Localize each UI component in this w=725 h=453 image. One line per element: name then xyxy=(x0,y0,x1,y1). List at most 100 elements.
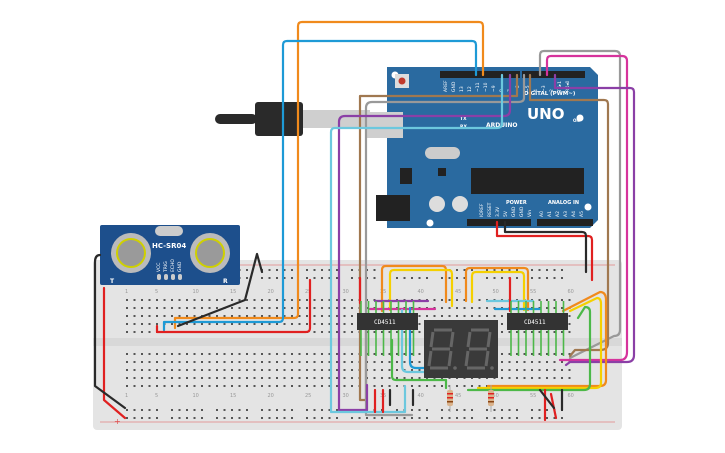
breadboard-hole[interactable] xyxy=(568,299,571,301)
breadboard-hole[interactable] xyxy=(321,377,323,379)
rail-hole[interactable] xyxy=(321,409,323,411)
breadboard-hole[interactable] xyxy=(411,377,413,379)
breadboard-hole[interactable] xyxy=(186,361,188,363)
breadboard-hole[interactable] xyxy=(238,307,241,309)
breadboard-hole[interactable] xyxy=(253,385,256,387)
wire-blue-display[interactable] xyxy=(408,306,430,370)
digital-header-low[interactable] xyxy=(522,71,585,78)
breadboard-hole[interactable] xyxy=(276,353,278,355)
breadboard-hole[interactable] xyxy=(223,323,226,325)
rail-hole[interactable] xyxy=(261,277,263,279)
breadboard-hole[interactable] xyxy=(268,299,271,301)
breadboard-hole[interactable] xyxy=(231,315,233,317)
rail-hole[interactable] xyxy=(313,417,316,419)
rail-hole[interactable] xyxy=(471,409,473,411)
rail-hole[interactable] xyxy=(268,417,271,419)
breadboard-hole[interactable] xyxy=(126,307,128,309)
breadboard-hole[interactable] xyxy=(141,323,143,325)
rail-hole[interactable] xyxy=(276,269,278,271)
breadboard-hole[interactable] xyxy=(283,361,286,363)
wire-yellow-right[interactable] xyxy=(476,296,603,390)
breadboard-hole[interactable] xyxy=(351,385,353,387)
rail-hole[interactable] xyxy=(336,417,338,419)
rail-hole[interactable] xyxy=(246,409,248,411)
breadboard-hole[interactable] xyxy=(306,307,308,309)
breadboard-hole[interactable] xyxy=(456,315,458,317)
breadboard-hole[interactable] xyxy=(208,361,211,363)
breadboard-hole[interactable] xyxy=(351,361,353,363)
rail-hole[interactable] xyxy=(238,417,241,419)
breadboard-hole[interactable] xyxy=(133,377,136,379)
rail-hole[interactable] xyxy=(493,277,496,279)
breadboard-hole[interactable] xyxy=(561,369,563,371)
breadboard-hole[interactable] xyxy=(351,315,353,317)
breadboard-hole[interactable] xyxy=(156,369,158,371)
rail-hole[interactable] xyxy=(328,409,331,411)
breadboard-hole[interactable] xyxy=(201,299,203,301)
rail-hole[interactable] xyxy=(531,277,533,279)
breadboard-hole[interactable] xyxy=(298,315,301,317)
breadboard-hole[interactable] xyxy=(238,385,241,387)
breadboard-hole[interactable] xyxy=(501,323,503,325)
rail-hole[interactable] xyxy=(411,277,413,279)
wire-purple-right[interactable] xyxy=(553,73,636,367)
breadboard-hole[interactable] xyxy=(178,315,181,317)
breadboard-hole[interactable] xyxy=(291,307,293,309)
breadboard-hole[interactable] xyxy=(343,361,346,363)
rail-hole[interactable] xyxy=(471,269,473,271)
breadboard-hole[interactable] xyxy=(433,385,436,387)
breadboard-hole[interactable] xyxy=(126,315,128,317)
breadboard-hole[interactable] xyxy=(321,385,323,387)
breadboard-hole[interactable] xyxy=(313,369,316,371)
rail-hole[interactable] xyxy=(156,417,158,419)
breadboard-hole[interactable] xyxy=(193,353,196,355)
breadboard-hole[interactable] xyxy=(403,353,406,355)
rail-hole[interactable] xyxy=(418,417,421,419)
rail-hole[interactable] xyxy=(426,417,428,419)
wire-cyan[interactable] xyxy=(329,73,504,414)
breadboard-hole[interactable] xyxy=(508,361,511,363)
breadboard-hole[interactable] xyxy=(156,323,158,325)
breadboard-hole[interactable] xyxy=(186,369,188,371)
breadboard-hole[interactable] xyxy=(553,377,556,379)
rail-hole[interactable] xyxy=(538,277,541,279)
rail-hole[interactable] xyxy=(276,409,278,411)
breadboard-hole[interactable] xyxy=(336,353,338,355)
breadboard-hole[interactable] xyxy=(163,353,166,355)
breadboard-hole[interactable] xyxy=(373,299,376,301)
breadboard-hole[interactable] xyxy=(148,323,151,325)
breadboard-hole[interactable] xyxy=(201,377,203,379)
breadboard-hole[interactable] xyxy=(418,361,421,363)
breadboard-hole[interactable] xyxy=(463,307,466,309)
breadboard-hole[interactable] xyxy=(253,361,256,363)
seven-segment-display-left[interactable] xyxy=(424,320,461,378)
rail-hole[interactable] xyxy=(321,417,323,419)
breadboard-hole[interactable] xyxy=(298,299,301,301)
breadboard-hole[interactable] xyxy=(531,361,533,363)
breadboard-hole[interactable] xyxy=(501,353,503,355)
rail-hole[interactable] xyxy=(456,269,458,271)
breadboard-hole[interactable] xyxy=(568,323,571,325)
breadboard-hole[interactable] xyxy=(388,369,391,371)
breadboard-hole[interactable] xyxy=(148,315,151,317)
breadboard-hole[interactable] xyxy=(313,315,316,317)
rail-hole[interactable] xyxy=(328,417,331,419)
breadboard-hole[interactable] xyxy=(291,299,293,301)
breadboard-hole[interactable] xyxy=(381,361,383,363)
breadboard-hole[interactable] xyxy=(268,361,271,363)
rail-hole[interactable] xyxy=(486,277,488,279)
breadboard-hole[interactable] xyxy=(516,361,518,363)
rail-hole[interactable] xyxy=(268,409,271,411)
breadboard-hole[interactable] xyxy=(246,299,248,301)
rail-hole[interactable] xyxy=(351,277,353,279)
breadboard-hole[interactable] xyxy=(381,385,383,387)
rail-hole[interactable] xyxy=(313,409,316,411)
breadboard-hole[interactable] xyxy=(568,369,571,371)
breadboard-hole[interactable] xyxy=(141,385,143,387)
breadboard-hole[interactable] xyxy=(501,369,503,371)
rail-hole[interactable] xyxy=(538,269,541,271)
breadboard-hole[interactable] xyxy=(276,377,278,379)
rail-hole[interactable] xyxy=(531,417,533,419)
rail-hole[interactable] xyxy=(223,409,226,411)
